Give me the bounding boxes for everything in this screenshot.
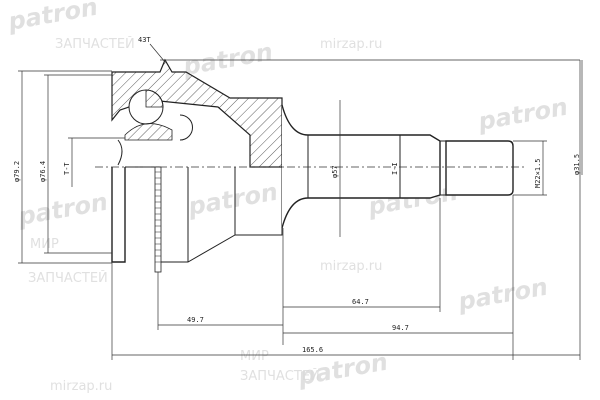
stub-diameter-label: φ31.5 [573,154,581,175]
watermark-text: mirzap.ru [320,259,382,274]
shaft-length-label: 64.7 [352,298,369,306]
section-left-label: T-T [63,162,71,175]
watermark-text: ЗАПЧАСТЕЙ [28,270,108,286]
outer-diameter-label: φ79.2 [13,161,21,182]
watermark-logo: patron [5,0,100,36]
watermark-text: МИР [240,349,269,364]
seal-diameter-label: φ76.4 [39,161,47,182]
housing-length-label: 49.7 [187,316,204,324]
watermark-logo: patron [185,178,280,221]
spline-length-label: 94.7 [392,324,409,332]
thread-label: M22×1.5 [534,158,542,188]
watermark-text: ЗАПЧАСТЕЙ [240,368,320,384]
dimension-labels: 43T φ79.2 φ76.4 T-T φ57 I-I M22×1.5 φ31.… [13,36,581,354]
dimension-lines [18,43,583,360]
cv-joint-part [95,58,525,273]
watermark-text: МИР [30,237,59,252]
watermark-text: mirzap.ru [320,37,382,52]
watermark-logo: patron [180,38,275,81]
watermark-logo: patron [15,188,110,231]
watermark-text: ЗАПЧАСТЕЙ [55,36,135,52]
teeth-count-label: 43T [138,36,151,44]
section-shaft-label: I-I [391,162,399,175]
watermark-text: mirzap.ru [50,379,112,394]
watermark-logo: patron [475,93,570,136]
watermark-logo: patron [455,273,550,316]
shaft-diameter-label: φ57 [331,165,339,178]
total-length-label: 165.6 [302,346,323,354]
